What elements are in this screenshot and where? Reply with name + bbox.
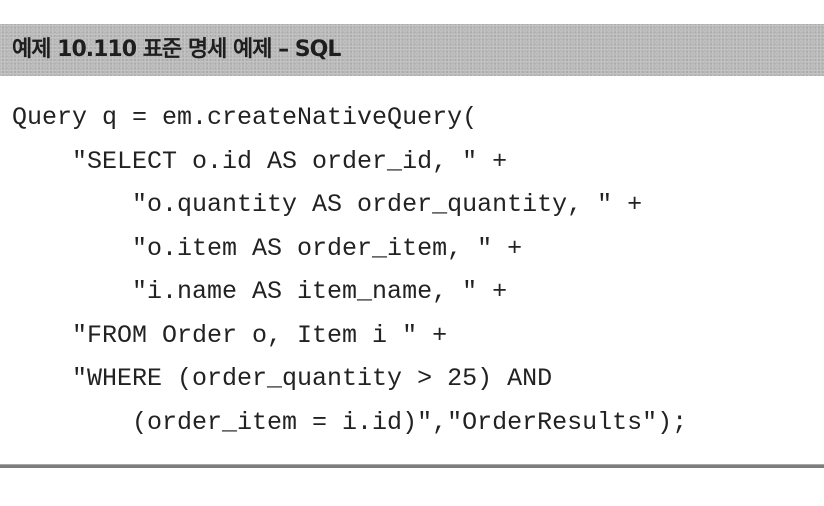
code-line-3: "o.quantity AS order_quantity, " +	[12, 190, 643, 219]
example-title: 예제 10.110 표준 명세 예제 – SQL	[12, 37, 341, 62]
code-block: Query q = em.createNativeQuery( "SELECT …	[12, 96, 687, 444]
code-line-6: "FROM Order o, Item i " +	[12, 320, 448, 350]
example-header-bar	[0, 24, 824, 76]
code-line-8: (order_item = i.id)","OrderResults");	[12, 407, 688, 437]
code-line-4: "o.item AS order_item, " +	[12, 233, 523, 263]
code-line-7: "WHERE (order_quantity > 25) AND	[12, 364, 553, 393]
code-line-2: "SELECT o.id AS order_id, " +	[12, 146, 508, 176]
bottom-rule	[0, 464, 824, 468]
code-line-5: "i.name AS item_name, " +	[12, 277, 508, 306]
code-line-1: Query q = em.createNativeQuery(	[12, 103, 478, 132]
